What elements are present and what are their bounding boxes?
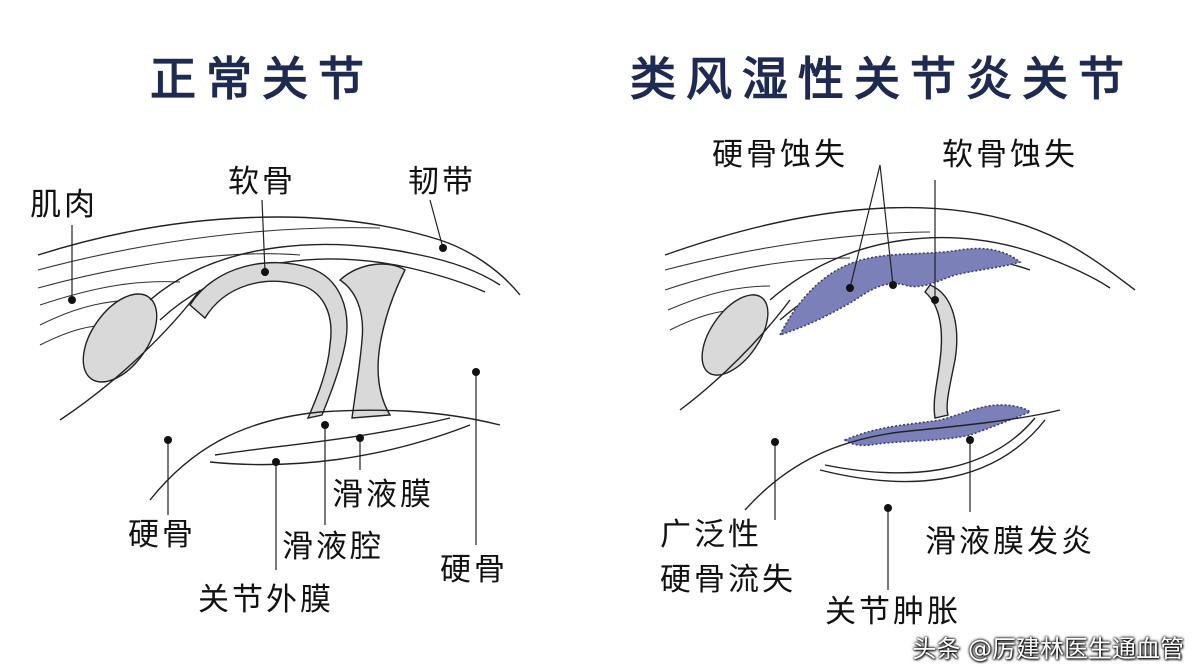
- ra-joint-capsule-line: [819, 419, 1046, 483]
- synovial-membrane-line: [214, 417, 451, 456]
- ra-leaders: [771, 164, 974, 590]
- label-muscle: 肌肉: [30, 187, 98, 223]
- cartilage-right: [338, 263, 406, 419]
- label-bone-loss-line1: 广泛性: [660, 517, 762, 553]
- lower-bone-top: [149, 409, 501, 501]
- label-cartilage: 软骨: [228, 164, 296, 200]
- label-synovitis: 滑液膜发炎: [925, 524, 1095, 560]
- label-bone-left: 硬骨: [128, 517, 196, 553]
- label-synovial-cavity: 滑液腔: [282, 529, 384, 565]
- label-ligament: 韧带: [408, 164, 476, 200]
- ra-inflamed-synovium-lower: [843, 404, 1032, 447]
- joint-capsule-line: [209, 424, 471, 466]
- ra-joint-title: 类风湿性关节炎关节: [630, 52, 1134, 106]
- ra-muscle-oval: [701, 294, 769, 376]
- normal-joint-panel: 正常关节: [30, 52, 521, 618]
- ra-lower-bone-top: [744, 409, 1061, 511]
- watermark-text: 头条 @厉建林医生通血管: [912, 635, 1184, 663]
- ra-cartilage-remnant: [924, 284, 958, 419]
- left-bone-outline: [59, 289, 201, 421]
- normal-leaders: [68, 199, 480, 570]
- ra-inflamed-synovium-upper: [778, 247, 1022, 337]
- ra-left-bone-outline: [679, 299, 791, 411]
- label-bone-right: 硬骨: [440, 552, 508, 588]
- muscle-fibers: [37, 227, 381, 346]
- label-joint-capsule: 关节外膜: [198, 582, 334, 618]
- muscle-oval: [82, 293, 158, 383]
- normal-joint-title: 正常关节: [150, 52, 374, 106]
- ra-capsule-inner-line: [824, 417, 1036, 474]
- label-synovial-membrane: 滑液膜: [332, 477, 434, 513]
- label-cartilage-erosion: 软骨蚀失: [942, 137, 1078, 173]
- ra-joint-panel: 类风湿性关节炎关节: [630, 52, 1136, 630]
- label-bone-erosion: 硬骨蚀失: [712, 137, 848, 173]
- label-joint-swelling: 关节肿胀: [825, 594, 961, 630]
- label-bone-loss-line2: 硬骨流失: [660, 562, 796, 598]
- cartilage-left: [189, 262, 348, 419]
